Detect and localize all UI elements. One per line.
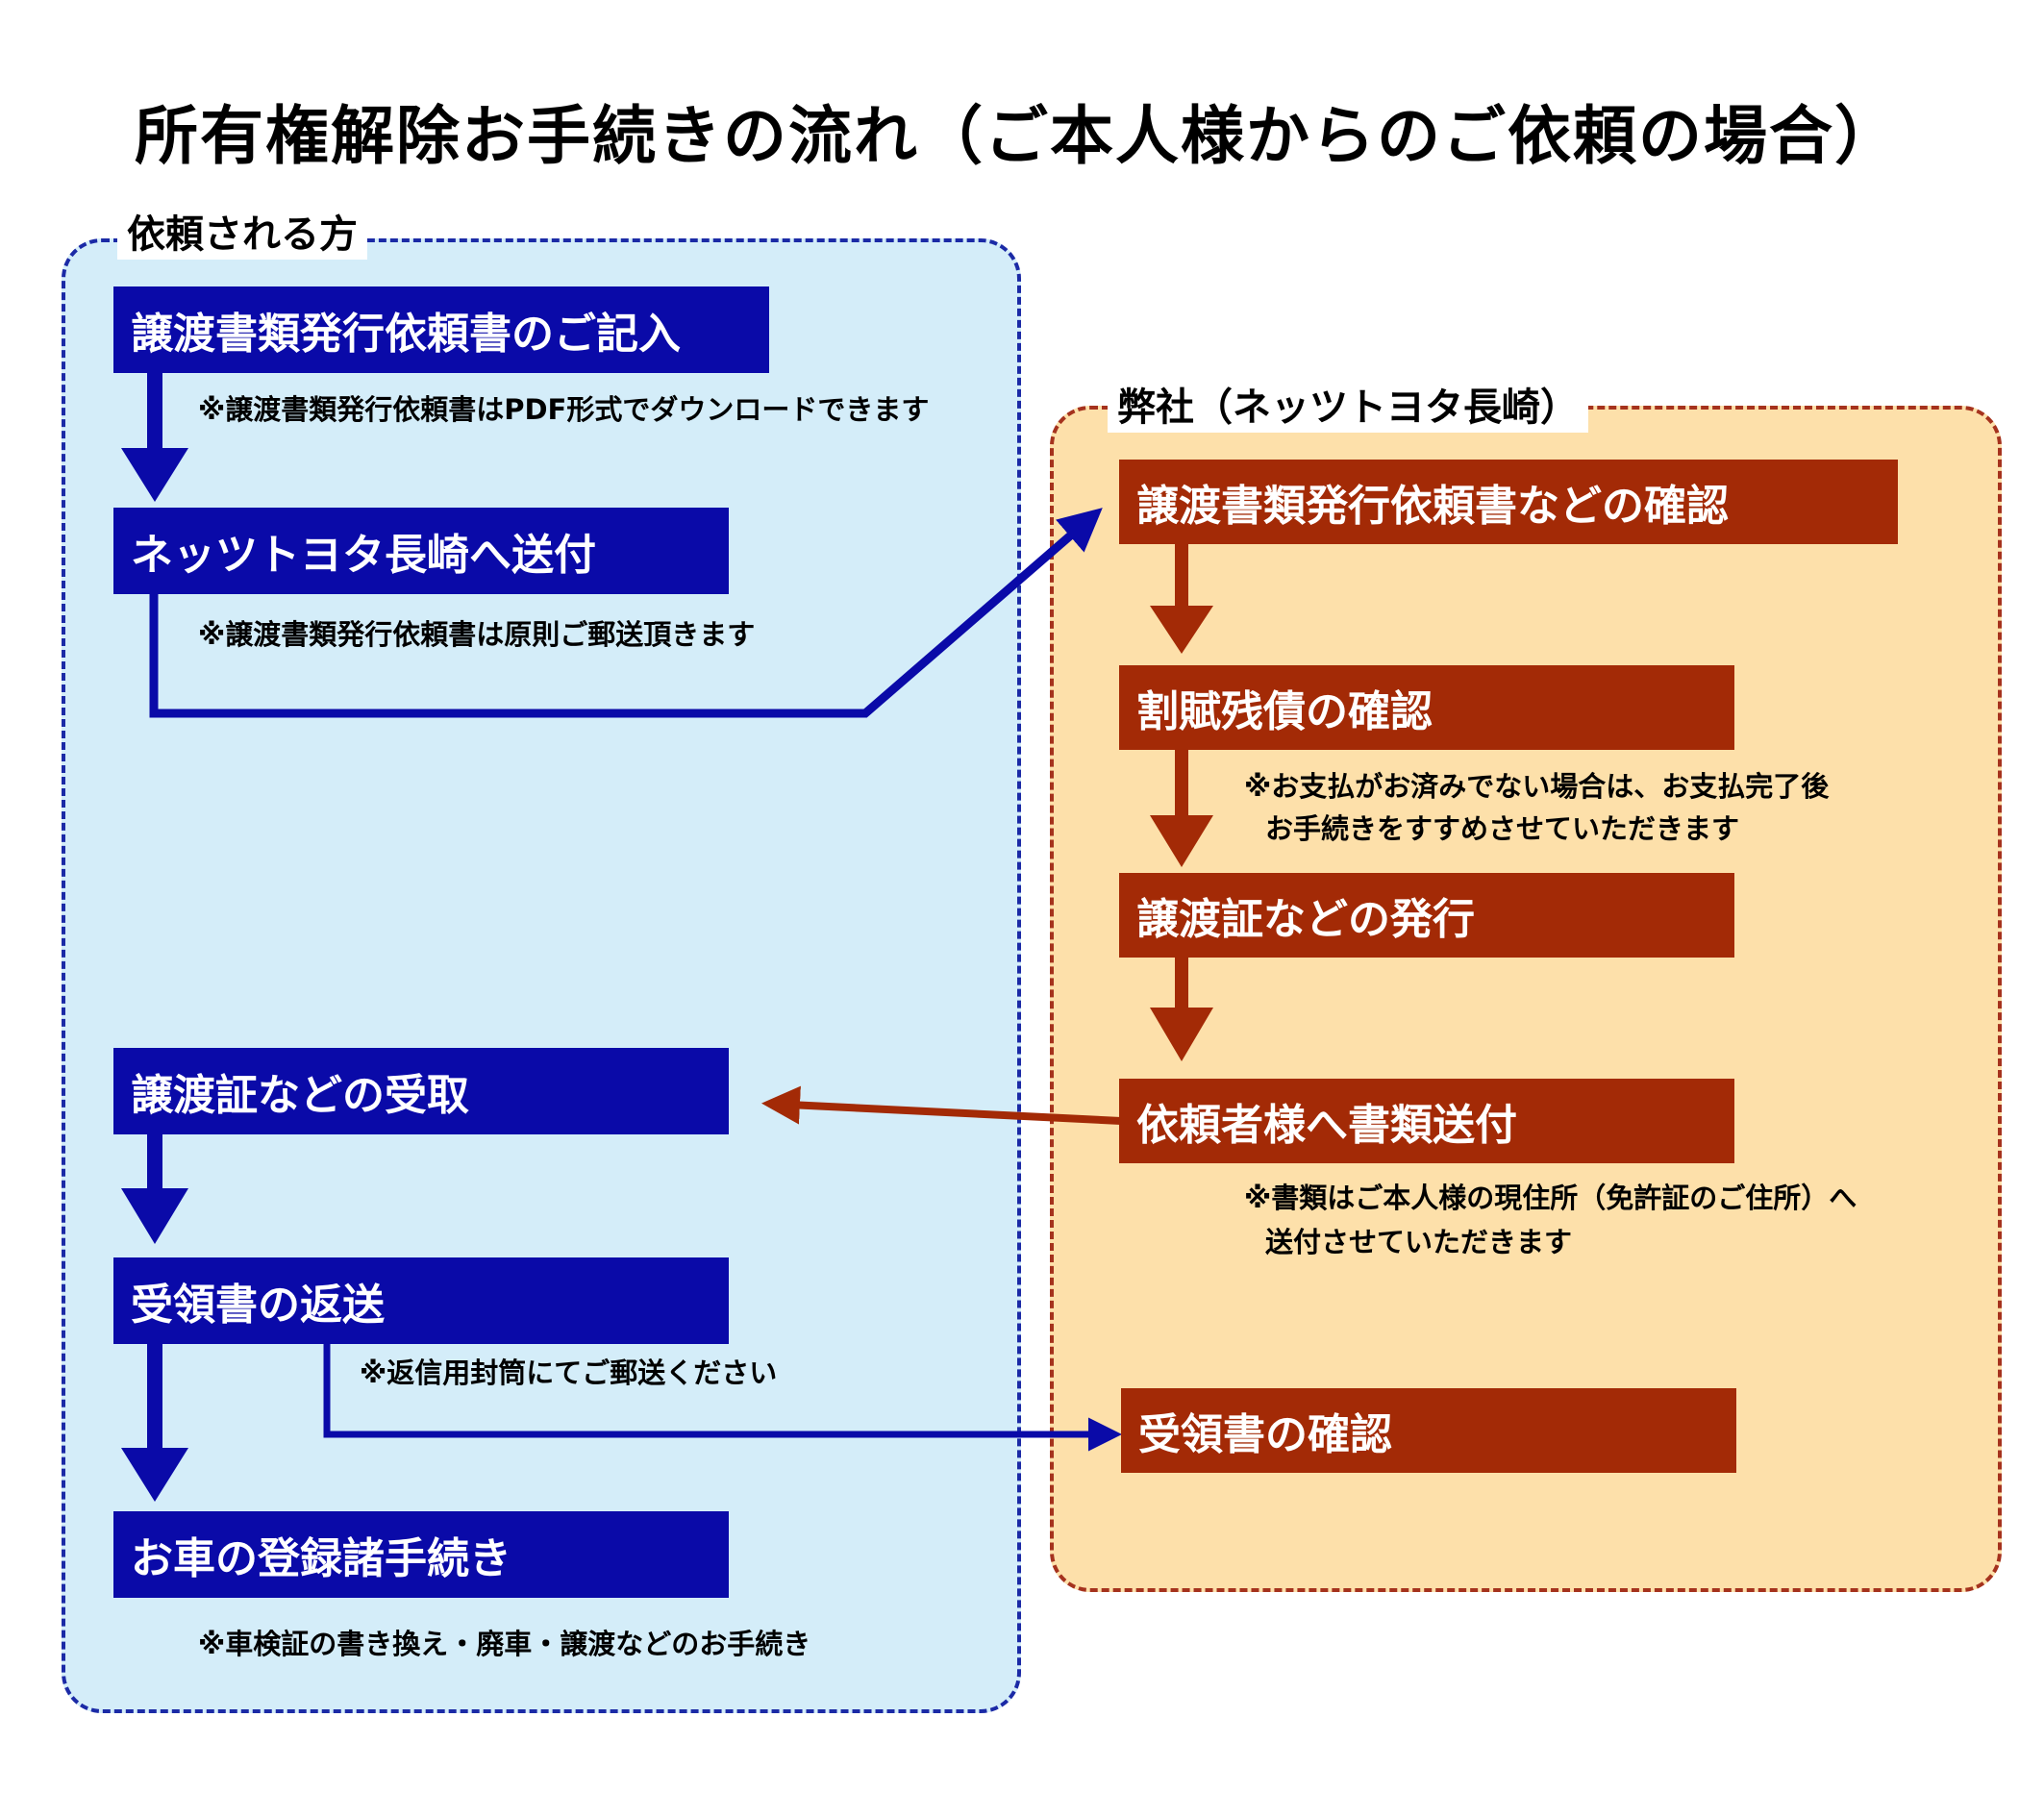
client-arrow-1 [121,373,188,502]
company-note-payment-line2: お手続きをすすめさせていただきます [1265,812,1740,845]
send-documents-connector [761,1085,1122,1125]
company-arrow-3 [1150,958,1213,1061]
page-title: 所有権解除お手続きの流れ（ご本人様からのご依頼の場合） [135,99,1900,173]
client-note-download: ※譲渡書類発行依頼書はPDF形式でダウンロードできます [198,393,930,426]
company-note-payment-line1: ※お支払がお済みでない場合は、お支払完了後 [1244,770,1830,803]
client-note-procedures: ※車検証の書き換え・廃車・譲渡などのお手続き [198,1628,811,1660]
company-step-send-documents: 依頼者様へ書類送付 [1119,1079,1734,1163]
company-arrow-2 [1150,750,1213,867]
client-panel [62,238,1021,1713]
send-request-connector [149,508,1103,718]
company-panel-label: 弊社（ネッツトヨタ長崎） [1108,383,1588,433]
company-note-address-line1: ※書類はご本人様の現住所（免許証のご住所）へ [1244,1182,1857,1214]
client-note-return-envelope: ※返信用封筒にてご郵送ください [360,1357,778,1389]
client-step-vehicle-registration: お車の登録諸手続き [113,1511,729,1598]
company-arrow-1 [1150,544,1213,654]
client-note-mail: ※譲渡書類発行依頼書は原則ご郵送頂きます [198,618,756,651]
company-step-check-balance: 割賦残債の確認 [1119,665,1734,750]
company-note-address-line2: 送付させていただきます [1265,1226,1573,1258]
return-receipt-connector [323,1344,1122,1452]
client-panel-label: 依頼される方 [117,210,367,260]
client-arrow-2 [121,1134,188,1244]
client-step-fill-form: 譲渡書類発行依頼書のご記入 [113,286,769,373]
client-step-return-receipt: 受領書の返送 [113,1257,729,1344]
company-step-issue-documents: 譲渡証などの発行 [1119,873,1734,958]
company-step-confirm-receipt: 受領書の確認 [1121,1388,1736,1473]
client-step-receive-documents: 譲渡証などの受取 [113,1048,729,1134]
client-step-send-to-company: ネッツトヨタ長崎へ送付 [113,508,729,594]
client-arrow-3 [121,1344,188,1502]
company-step-check-request: 譲渡書類発行依頼書などの確認 [1119,460,1898,544]
